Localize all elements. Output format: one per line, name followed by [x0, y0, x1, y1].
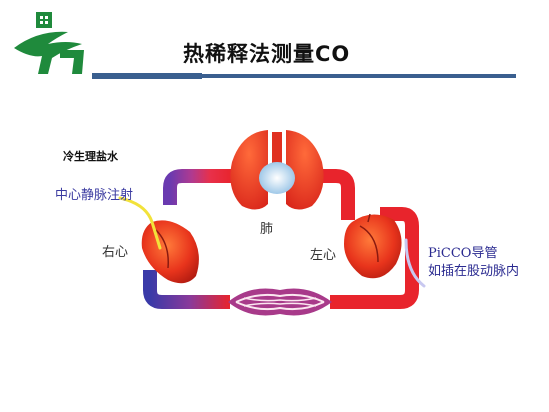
- aorta: [330, 207, 419, 309]
- label-left-heart: 左心: [310, 248, 337, 263]
- capillary-bed: [228, 288, 332, 316]
- label-cold-saline: 冷生理盐水: [63, 150, 118, 163]
- label-lung: 肺: [260, 222, 274, 237]
- hospital-logo-icon: [8, 10, 90, 76]
- title-underline: [92, 74, 516, 78]
- title-underline-accent: [92, 73, 202, 79]
- slide-title: 热稀释法测量CO: [183, 42, 351, 66]
- picco-catheter-line: [404, 238, 426, 288]
- left-heart: [344, 213, 402, 279]
- lungs: [230, 130, 324, 210]
- label-central-venous-injection: 中心静脉注射: [55, 188, 134, 203]
- label-femoral-artery: 如插在股动脉内: [428, 264, 520, 279]
- vena-cava: [143, 270, 230, 309]
- injection-line: [118, 196, 162, 250]
- pulmonary-vein: [318, 169, 355, 220]
- pulmonary-artery: [163, 169, 232, 205]
- label-picco-catheter: PiCCO导管: [428, 246, 498, 261]
- label-right-heart: 右心: [102, 245, 129, 260]
